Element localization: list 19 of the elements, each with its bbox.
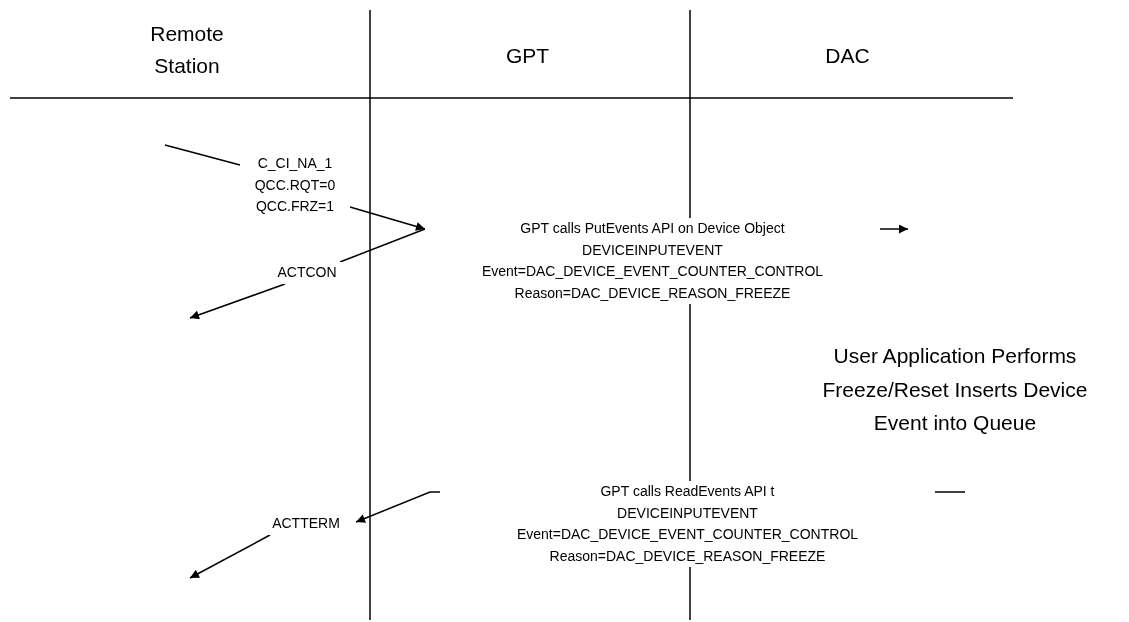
- process-note: User Application Performs Freeze/Reset Inserts Device Event into Queue: [821, 343, 1089, 436]
- arrow: [189, 534, 271, 579]
- column-header: GPT: [504, 43, 551, 69]
- arrow: [189, 283, 286, 320]
- message-parameters: DEVICEINPUTEVENT Event=DAC_DEVICE_EVENT_COUNTER_CONTROL Reason=DAC_DEVICE_REASON_FREEZE: [515, 503, 860, 566]
- message-parameters: C_CI_NA_1 QCC.RQT=0 QCC.FRZ=1: [253, 154, 337, 216]
- status-label: ACTCON: [277, 263, 337, 282]
- connector-line: [339, 228, 426, 263]
- column-header: DAC: [824, 43, 871, 69]
- message-label: GPT calls ReadEvents API t: [600, 482, 775, 501]
- connector-line: [934, 491, 966, 493]
- connector-line: [164, 144, 241, 166]
- arrow: [355, 491, 441, 523]
- column-header: Remote Station: [149, 21, 225, 79]
- status-label: ACTTERM: [272, 514, 340, 533]
- arrow: [349, 206, 426, 231]
- message-label: GPT calls PutEvents API on Device Object: [520, 219, 785, 238]
- arrow: [879, 224, 909, 234]
- message-parameters: DEVICEINPUTEVENT Event=DAC_DEVICE_EVENT_COUNTER_CONTROL Reason=DAC_DEVICE_REASON_FREEZE: [480, 240, 825, 303]
